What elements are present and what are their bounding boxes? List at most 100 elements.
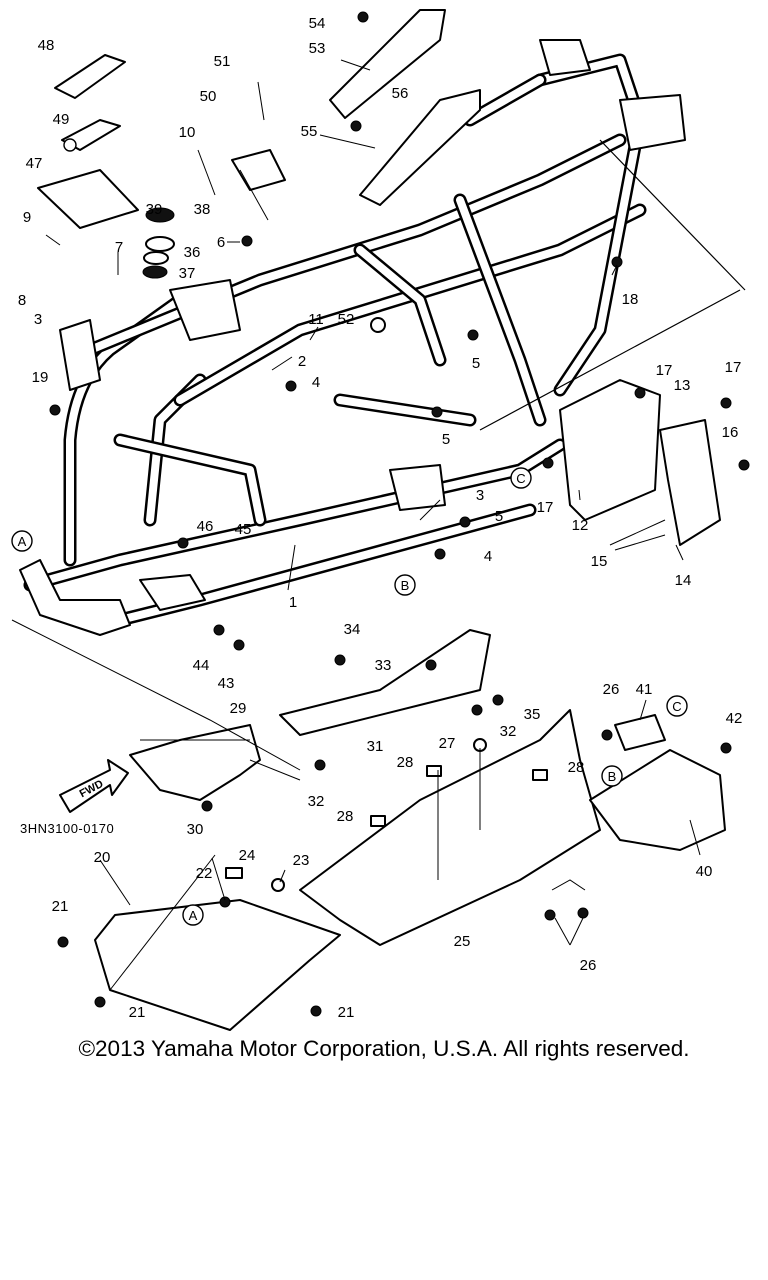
svg-text:B: B: [608, 769, 617, 784]
pad-41: [614, 714, 666, 751]
part-label-2: 2: [298, 353, 306, 370]
ref-mark-c-upper: C: [510, 467, 532, 489]
part-label-4: 4: [484, 548, 492, 565]
skid-plate-20: [94, 899, 341, 1031]
part-label-55: 55: [301, 123, 318, 140]
part-label-38: 38: [194, 201, 211, 218]
part-label-36: 36: [184, 244, 201, 261]
strap-49: [61, 119, 121, 152]
part-labels: 1 2 3 3 4 4 5 5 5 6 7 8 9 10 11 12 13 14…: [18, 15, 743, 1021]
guard-29: [129, 724, 261, 801]
guard-55: [359, 89, 481, 206]
part-label-14: 14: [675, 572, 692, 589]
plate-47: [37, 169, 139, 229]
part-label-1: 1: [289, 594, 297, 611]
part-label-28: 28: [397, 754, 414, 771]
part-label-16: 16: [722, 424, 739, 441]
guard-40: [589, 749, 726, 851]
ref-mark-b-lower: B: [601, 765, 623, 787]
part-label-39: 39: [146, 201, 163, 218]
part-label-44: 44: [193, 657, 210, 674]
part-label-15: 15: [591, 553, 608, 570]
part-label-56: 56: [392, 85, 409, 102]
part-label-25: 25: [454, 933, 471, 950]
part-label-40: 40: [696, 863, 713, 880]
svg-text:C: C: [672, 699, 681, 714]
part-label-37: 37: [179, 265, 196, 282]
part-label-9: 9: [23, 209, 31, 226]
part-label-5: 5: [442, 431, 450, 448]
bracket-12: [559, 379, 661, 521]
part-label-48: 48: [38, 37, 55, 54]
part-label-17: 17: [725, 359, 742, 376]
frame-assembly: [19, 39, 746, 636]
part-label-49: 49: [53, 111, 70, 128]
part-label-8: 8: [18, 292, 26, 309]
bracket-14: [659, 419, 721, 546]
part-label-22: 22: [196, 865, 213, 882]
part-label-21: 21: [338, 1004, 355, 1021]
part-label-47: 47: [26, 155, 43, 172]
part-label-24: 24: [239, 847, 256, 864]
ref-mark-a-lower: A: [182, 904, 204, 926]
guard-53: [329, 9, 446, 119]
part-label-32: 32: [500, 723, 517, 740]
svg-text:A: A: [18, 534, 27, 549]
part-label-33: 33: [375, 657, 392, 674]
ref-mark-a-upper: A: [11, 530, 33, 552]
part-label-18: 18: [622, 291, 639, 308]
part-label-23: 23: [293, 852, 310, 869]
part-label-21: 21: [52, 898, 69, 915]
part-label-31: 31: [367, 738, 384, 755]
seat-pad-48: [54, 54, 126, 99]
copyright-notice: ©2013 Yamaha Motor Corporation, U.S.A. A…: [78, 1036, 690, 1061]
part-label-17: 17: [656, 362, 673, 379]
part-label-28: 28: [568, 759, 585, 776]
part-label-30: 30: [187, 821, 204, 838]
part-label-7: 7: [115, 239, 123, 256]
part-label-34: 34: [344, 621, 361, 638]
part-label-17: 17: [537, 499, 554, 516]
part-label-3: 3: [34, 311, 42, 328]
part-label-43: 43: [218, 675, 235, 692]
part-label-5: 5: [472, 355, 480, 372]
part-label-21: 21: [129, 1004, 146, 1021]
part-label-27: 27: [439, 735, 456, 752]
fasteners: [49, 11, 750, 1017]
part-label-41: 41: [636, 681, 653, 698]
part-label-46: 46: [197, 518, 214, 535]
part-label-26: 26: [603, 681, 620, 698]
part-label-52: 52: [338, 311, 355, 328]
part-label-20: 20: [94, 849, 111, 866]
part-label-54: 54: [309, 15, 326, 32]
part-label-45: 45: [235, 521, 252, 538]
part-label-6: 6: [217, 234, 225, 251]
part-label-28: 28: [337, 808, 354, 825]
part-label-26: 26: [580, 957, 597, 974]
svg-text:A: A: [189, 908, 198, 923]
guard-31: [279, 629, 491, 736]
part-label-5: 5: [495, 508, 503, 525]
svg-text:B: B: [401, 578, 410, 593]
part-label-51: 51: [214, 53, 231, 70]
diagram-code: 3HN3100-0170: [20, 821, 114, 836]
part-label-42: 42: [726, 710, 743, 727]
part-label-32: 32: [308, 793, 325, 810]
ref-mark-b-upper: B: [394, 574, 416, 596]
washers-36-39: [142, 207, 175, 279]
part-label-29: 29: [230, 700, 247, 717]
part-label-19: 19: [32, 369, 49, 386]
leader-lines: [11, 59, 701, 991]
part-label-11: 11: [308, 311, 324, 328]
reference-marks: A A B B C C: [11, 467, 688, 926]
svg-text:C: C: [516, 471, 525, 486]
ref-mark-c-lower: C: [666, 695, 688, 717]
part-label-50: 50: [200, 88, 217, 105]
part-label-35: 35: [524, 706, 541, 723]
fwd-arrow: [59, 759, 129, 813]
part-label-3: 3: [476, 487, 484, 504]
part-label-13: 13: [674, 377, 691, 394]
part-label-10: 10: [179, 124, 196, 141]
part-label-4: 4: [312, 374, 320, 391]
frame-exploded-diagram: A A B B C C FWD 3HN3100-0170 1 2 3 3 4 4: [11, 9, 750, 1031]
